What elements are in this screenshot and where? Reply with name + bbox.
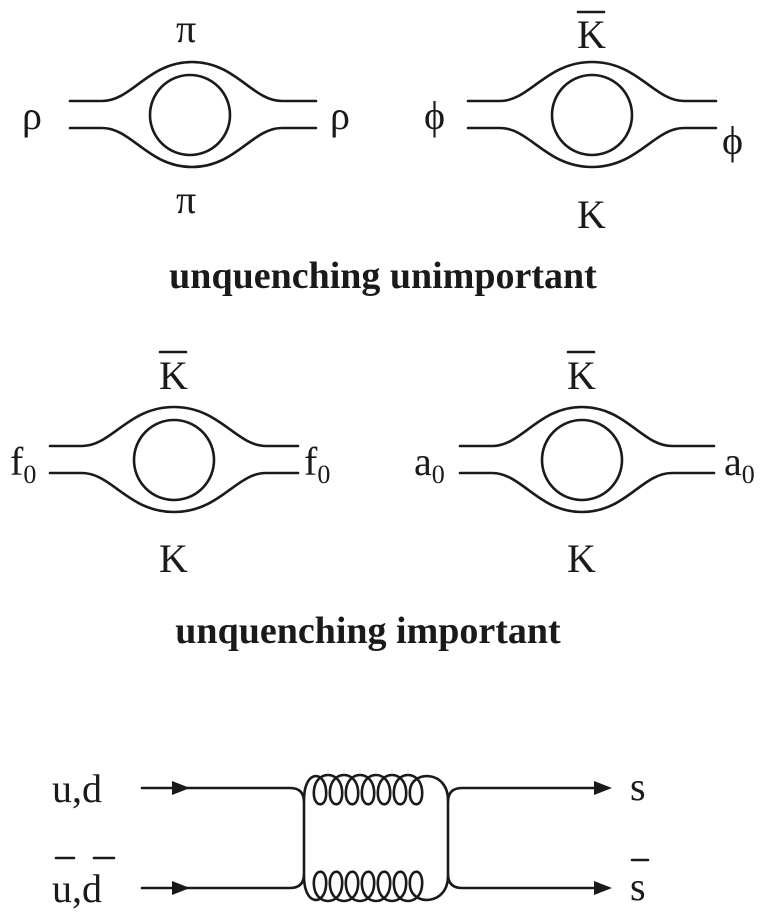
gluon-top [302, 773, 450, 806]
quark-line-in-top [180, 786, 306, 890]
f0-loop-upper-line [48, 405, 300, 448]
rho-left-label: ρ [22, 93, 42, 138]
rho-right-label: ρ [330, 93, 350, 138]
a0-loop-lower-line [458, 471, 716, 514]
pi-bottom-label: π [176, 177, 196, 222]
a0-self-energy-diagram: a0 a0 K K [414, 350, 755, 581]
f0-right-subscript: 0 [317, 460, 330, 489]
gluon-bottom [302, 870, 450, 903]
f0-self-energy-diagram: f0 f0 K K [10, 350, 330, 581]
phi-left-label: ϕ [424, 93, 445, 138]
in-bottom-label: u,d [52, 866, 102, 911]
phi-loop-upper-line [466, 60, 718, 103]
out-bottom-arrowhead [594, 881, 612, 895]
gluon-exchange-diagram: u,d u,d s s [52, 764, 650, 911]
f0-kbar-top-label: K [159, 353, 188, 398]
in-top-label: u,d [52, 766, 102, 811]
phi-loop-lower-line [466, 126, 718, 169]
rho-loop-upper-line [68, 60, 318, 103]
out-bottom-label: s [630, 864, 646, 909]
caption-unimportant: unquenching unimportant [169, 255, 597, 297]
phi-self-energy-diagram: ϕ ϕ K K [424, 10, 743, 237]
out-top-label: s [630, 764, 646, 809]
f0-right-label: f0 [304, 439, 330, 489]
a0-loop-circle [540, 418, 624, 502]
a0-right-label: a0 [724, 439, 755, 489]
f0-k-bottom-label: K [159, 536, 188, 581]
caption-important: unquenching important [175, 610, 561, 652]
a0-left-label: a0 [414, 439, 445, 489]
a0-loop-upper-line [458, 405, 716, 448]
a0-k-bottom-label: K [567, 536, 596, 581]
a0-left-subscript: 0 [432, 460, 445, 489]
rho-loop-circle [148, 73, 232, 157]
phi-loop-circle [550, 73, 634, 157]
rho-self-energy-diagram: ρ ρ π π [22, 6, 350, 222]
out-top-arrowhead [594, 781, 612, 795]
f0-loop-circle [132, 418, 216, 502]
pi-top-label: π [176, 6, 196, 51]
phi-right-label: ϕ [722, 118, 743, 163]
rho-loop-lower-line [68, 126, 318, 169]
a0-right-subscript: 0 [742, 460, 755, 489]
kbar-top-label: K [577, 12, 606, 57]
quark-line-out [446, 786, 602, 890]
f0-loop-lower-line [48, 471, 300, 514]
f0-left-subscript: 0 [23, 460, 36, 489]
f0-left-label: f0 [10, 439, 36, 489]
k-bottom-label: K [577, 192, 606, 237]
a0-kbar-top-label: K [567, 353, 596, 398]
